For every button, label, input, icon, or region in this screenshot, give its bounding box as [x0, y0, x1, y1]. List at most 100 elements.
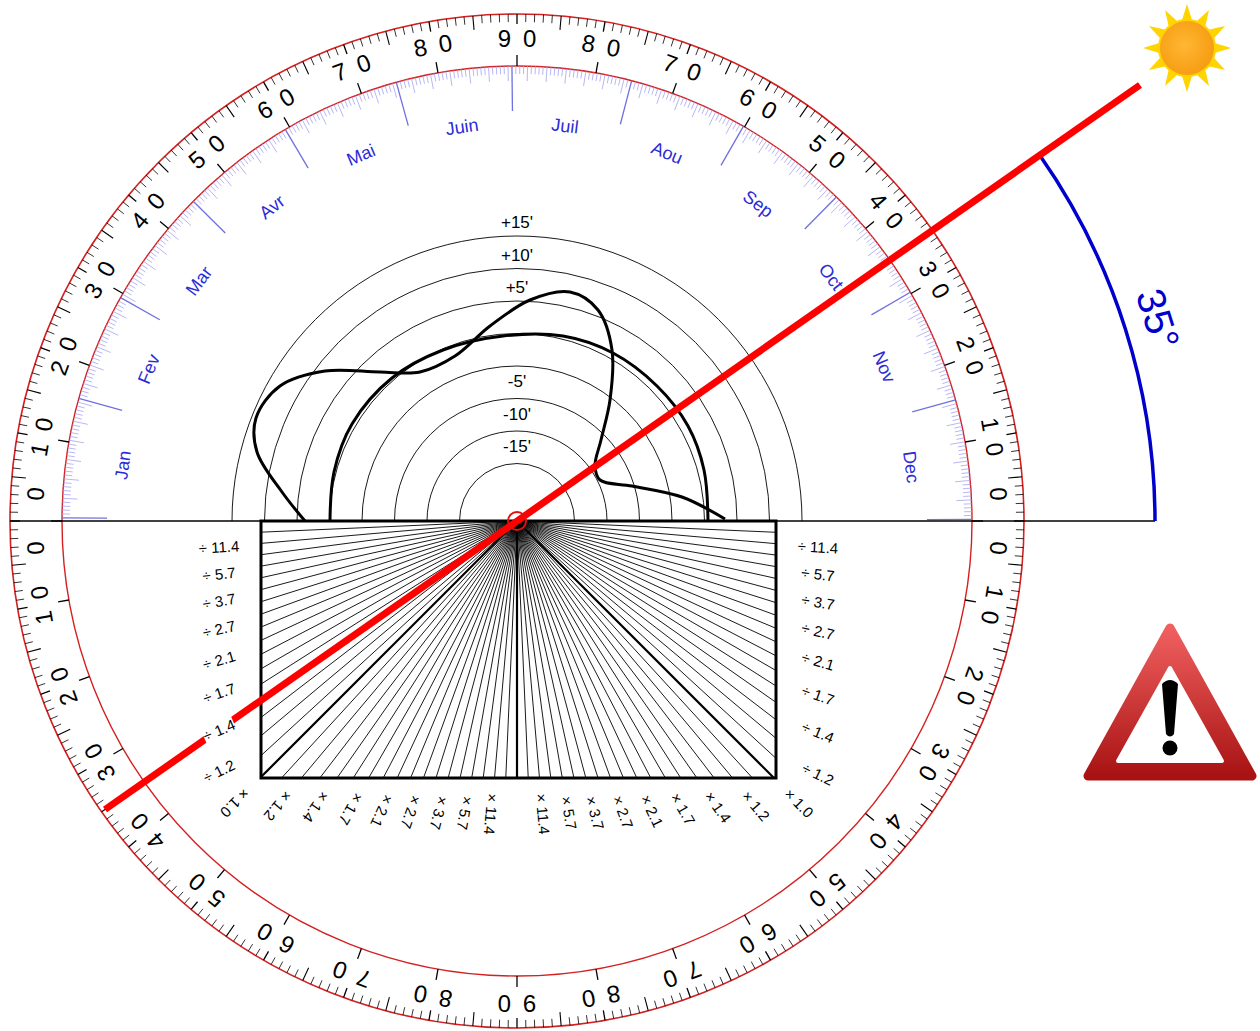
day-tick — [282, 131, 286, 138]
day-tick — [454, 70, 455, 78]
day-tick — [688, 101, 691, 108]
day-tick — [190, 204, 196, 210]
minute-label: +5' — [506, 279, 529, 296]
day-tick — [775, 149, 780, 156]
day-tick — [385, 86, 387, 94]
day-tick — [228, 170, 233, 176]
degree-tick — [464, 1017, 466, 1025]
divisor-label: ÷ 2.7 — [800, 619, 836, 641]
day-tick — [947, 396, 955, 398]
degree-tick — [766, 951, 771, 960]
degree-tick — [369, 36, 371, 44]
degree-tick — [25, 642, 33, 644]
divisor-label: ÷ 3.7 — [201, 591, 236, 611]
degree-tick — [882, 175, 888, 180]
degree-tick — [965, 600, 976, 602]
degree-tick — [13, 468, 21, 470]
divisor-label: ÷ 11.4 — [198, 538, 239, 555]
degree-tick — [525, 1020, 526, 1028]
day-tick — [423, 76, 425, 84]
degree-tick — [134, 848, 140, 853]
day-tick — [92, 358, 99, 361]
day-tick — [940, 374, 948, 377]
degree-tick — [953, 275, 960, 279]
day-tick — [619, 78, 621, 86]
degree-tick — [629, 27, 631, 35]
day-tick — [818, 189, 828, 200]
degree-tick — [97, 800, 104, 804]
degree-tick — [603, 22, 605, 32]
day-tick — [240, 160, 245, 166]
degree-tick — [866, 221, 874, 228]
day-tick — [663, 91, 666, 99]
day-tick — [945, 389, 953, 391]
degree-tick — [916, 821, 922, 826]
day-tick — [626, 80, 628, 88]
degree-tick — [1003, 633, 1011, 635]
degree-tick — [35, 675, 43, 677]
degree-tick — [113, 288, 123, 294]
degree-tick — [171, 150, 176, 156]
day-tick — [83, 383, 97, 388]
day-tick — [488, 67, 490, 82]
day-tick — [546, 67, 548, 82]
day-tick — [924, 334, 931, 337]
degree-tick — [32, 373, 40, 375]
degree-tick — [41, 691, 50, 694]
day-tick — [961, 464, 969, 466]
day-tick — [611, 76, 613, 84]
sun-ray-line — [105, 85, 1140, 810]
degree-tick — [358, 949, 362, 959]
month-name: Mai — [345, 141, 379, 169]
degree-number: 70 — [648, 46, 715, 90]
day-tick — [87, 372, 95, 375]
degree-tick — [560, 16, 561, 30]
degree-tick — [1013, 468, 1021, 470]
degree-tick — [745, 117, 751, 127]
degree-tick — [123, 202, 129, 207]
degree-tick — [809, 870, 816, 878]
day-tick — [69, 444, 77, 445]
day-tick — [85, 380, 93, 382]
degree-tick — [910, 828, 916, 833]
day-tick — [427, 75, 429, 83]
day-tick — [802, 171, 807, 177]
day-tick — [954, 426, 962, 428]
degree-tick — [113, 749, 123, 755]
day-tick — [67, 452, 75, 453]
degree-tick — [58, 307, 71, 313]
warning-sign — [1088, 628, 1252, 776]
day-tick — [864, 234, 870, 239]
degree-tick — [857, 150, 862, 156]
degree-tick — [360, 996, 362, 1004]
day-tick — [272, 138, 276, 145]
warning-inner — [1118, 668, 1222, 761]
degree-tick — [12, 564, 26, 565]
degree-tick — [1005, 625, 1013, 627]
day-tick — [644, 85, 646, 93]
degree-tick — [989, 356, 997, 359]
day-tick — [933, 355, 940, 358]
degree-tick — [916, 216, 922, 221]
degree-tick — [994, 373, 1002, 375]
degree-tick — [79, 677, 89, 681]
degree-tick — [1012, 459, 1020, 461]
day-tick — [828, 194, 834, 200]
degree-tick — [311, 977, 314, 984]
degree-tick — [184, 898, 189, 904]
degree-number: 10 — [25, 404, 60, 470]
degree-tick — [671, 39, 673, 47]
day-tick — [772, 147, 777, 154]
degree-number: 40 — [118, 179, 177, 242]
degree-number: 80 — [568, 29, 634, 64]
degree-tick — [248, 91, 252, 98]
day-tick — [461, 69, 463, 77]
degree-tick — [679, 42, 682, 50]
month-name: Oct — [816, 260, 847, 293]
day-tick — [275, 136, 279, 143]
day-tick — [561, 68, 563, 76]
degree-tick — [789, 939, 793, 946]
day-tick — [63, 486, 71, 488]
day-tick — [101, 336, 108, 339]
degree-tick — [21, 416, 29, 418]
